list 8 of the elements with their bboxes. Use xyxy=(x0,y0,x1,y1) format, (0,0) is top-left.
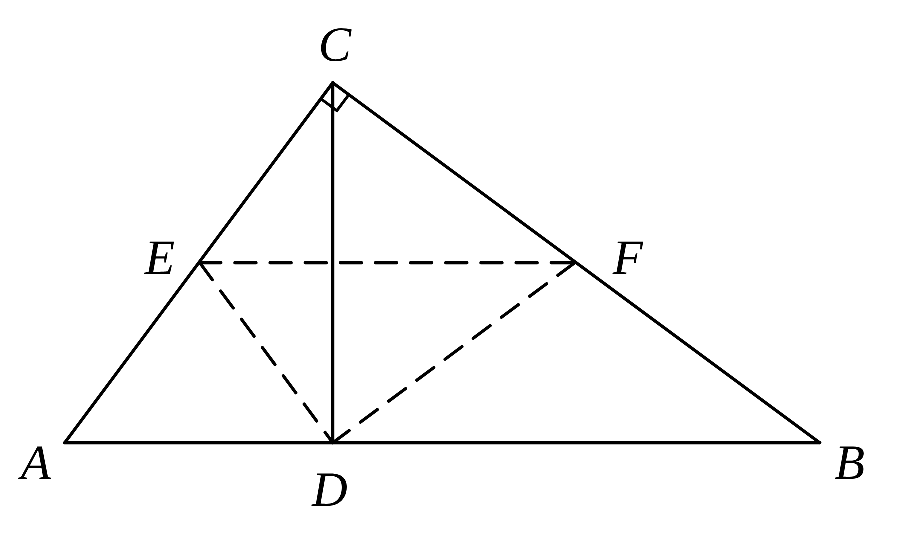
point-label: D xyxy=(312,474,348,506)
dashed-segment xyxy=(331,261,577,445)
segment xyxy=(63,441,822,445)
point-label: F xyxy=(612,242,644,274)
point-label: A xyxy=(18,446,52,480)
point-label: E xyxy=(144,242,174,274)
point-label: B xyxy=(835,446,864,480)
point-label: C xyxy=(321,28,352,62)
